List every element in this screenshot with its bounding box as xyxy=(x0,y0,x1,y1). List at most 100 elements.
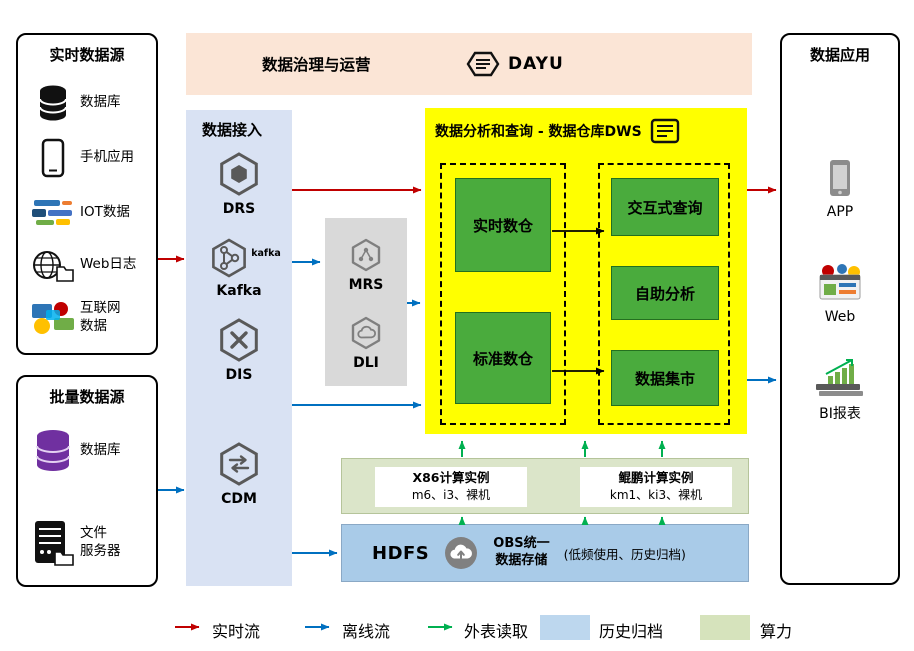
cdm-icon xyxy=(220,442,258,486)
hdfs-label: HDFS xyxy=(372,542,430,564)
source-item-internet: 互联网 数据 xyxy=(26,290,154,346)
obs-icon xyxy=(445,537,478,569)
service-mrs: MRS xyxy=(325,238,407,293)
storage-layer: HDFS OBS统一 数据存储 (低频使用、历史归档) xyxy=(341,524,749,582)
mrs-icon xyxy=(351,238,381,272)
source-label: 数据库 xyxy=(80,442,121,459)
source-label: 文件 服务器 xyxy=(80,525,121,559)
dws-panel: 数据分析和查询 - 数据仓库DWS 实时数仓 标准数仓 交互式查询 自助分析 xyxy=(425,108,747,434)
internet-data-icon xyxy=(32,302,74,334)
legend-compute-label: 算力 xyxy=(760,622,793,641)
legend-offline-arrow xyxy=(305,623,330,631)
legend-archive-label: 历史归档 xyxy=(599,622,664,641)
obs-storage-note: (低频使用、历史归档) xyxy=(563,546,686,562)
legend-external-arrow xyxy=(428,623,453,631)
phone-icon xyxy=(41,138,65,178)
service-label: DRS xyxy=(222,201,256,217)
source-item-file-server: 文件 服务器 xyxy=(26,511,154,575)
kunpeng-compute-title: 鲲鹏计算实例 xyxy=(618,470,694,486)
dayu-logo: DAYU xyxy=(466,50,564,78)
source-label: 数据库 xyxy=(80,94,121,111)
x86-compute-title: X86计算实例 xyxy=(412,470,490,486)
self-service-analysis-label: 自助分析 xyxy=(634,284,695,303)
query-services-group: 交互式查询 自助分析 数据集市 xyxy=(598,163,730,425)
database-icon xyxy=(39,85,67,121)
batch-sources-title: 批量数据源 xyxy=(49,388,125,406)
standard-warehouse-label: 标准数仓 xyxy=(472,349,533,368)
dayu-logo-icon xyxy=(466,51,500,77)
app-label: BI报表 xyxy=(819,406,861,422)
governance-banner: 数据治理与运营 DAYU xyxy=(186,33,752,95)
batch-sources-panel: 批量数据源 数据库 xyxy=(16,375,158,587)
dws-title: 数据分析和查询 - 数据仓库DWS xyxy=(435,124,642,140)
kafka-badge: kafka xyxy=(251,248,281,259)
warehouse-group: 实时数仓 标准数仓 xyxy=(440,163,566,425)
kafka-icon xyxy=(212,238,247,278)
realtime-warehouse-label: 实时数仓 xyxy=(472,216,533,235)
dayu-logo-text: DAYU xyxy=(508,54,564,74)
service-label: DLI xyxy=(353,355,379,371)
dws-report-icon xyxy=(650,118,679,144)
data-mart-box: 数据集市 xyxy=(611,350,719,406)
interactive-query-label: 交互式查询 xyxy=(627,198,703,217)
legend-compute-swatch xyxy=(700,615,750,640)
source-item-weblog: Web日志 xyxy=(26,239,154,291)
web-app-icon xyxy=(819,264,861,300)
app-label: APP xyxy=(826,204,854,220)
legend-archive-swatch xyxy=(540,615,590,640)
service-label: DIS xyxy=(225,367,253,383)
x86-compute-subtitle: m6、i3、裸机 xyxy=(411,488,491,503)
source-item-database: 数据库 xyxy=(26,77,154,129)
realtime-warehouse-box: 实时数仓 xyxy=(455,178,551,272)
app-phone-icon xyxy=(830,160,850,196)
app-label: Web xyxy=(824,309,856,325)
data-mart-label: 数据集市 xyxy=(634,369,695,388)
source-label: IOT数据 xyxy=(80,204,130,221)
standard-warehouse-box: 标准数仓 xyxy=(455,312,551,404)
iot-icon xyxy=(32,200,72,225)
source-item-mobile: 手机应用 xyxy=(26,132,154,184)
realtime-sources-panel: 实时数据源 数据库 手机应用 xyxy=(16,33,158,355)
source-item-batch-database: 数据库 xyxy=(26,419,154,483)
data-ingestion-panel: 数据接入 DRS kafka Kafka xyxy=(186,110,292,586)
dli-icon xyxy=(351,316,381,350)
dis-icon xyxy=(220,318,258,362)
service-kafka: kafka Kafka xyxy=(186,238,292,299)
data-ingestion-title: 数据接入 xyxy=(202,121,263,139)
drs-icon xyxy=(220,152,258,196)
source-label: 手机应用 xyxy=(80,149,134,166)
x86-compute-chip: X86计算实例 m6、i3、裸机 xyxy=(375,467,527,507)
bi-report-icon xyxy=(816,359,863,396)
legend-external-label: 外表读取 xyxy=(464,622,529,641)
database-purple-icon xyxy=(36,430,70,471)
realtime-sources-title: 实时数据源 xyxy=(49,46,125,64)
service-label: Kafka xyxy=(216,283,262,299)
legend-realtime-arrow xyxy=(175,623,200,631)
interactive-query-box: 交互式查询 xyxy=(611,178,719,236)
service-label: MRS xyxy=(348,277,384,293)
file-server-icon xyxy=(35,521,74,566)
source-label: 互联网 数据 xyxy=(80,300,121,334)
app-item-app: APP xyxy=(782,158,898,220)
self-service-analysis-box: 自助分析 xyxy=(611,266,719,320)
kunpeng-compute-chip: 鲲鹏计算实例 km1、ki3、裸机 xyxy=(580,467,732,507)
applications-title: 数据应用 xyxy=(809,46,870,64)
compute-layer: X86计算实例 m6、i3、裸机 鲲鹏计算实例 km1、ki3、裸机 xyxy=(341,458,749,514)
legend-realtime-label: 实时流 xyxy=(212,622,261,641)
service-dli: DLI xyxy=(325,316,407,371)
service-label: CDM xyxy=(221,491,257,507)
legend-offline-label: 离线流 xyxy=(342,622,391,641)
web-globe-icon xyxy=(33,251,74,282)
applications-panel: 数据应用 APP Web xyxy=(780,33,900,585)
service-drs: DRS xyxy=(186,152,292,217)
source-item-iot: IOT数据 xyxy=(26,187,154,239)
kunpeng-compute-subtitle: km1、ki3、裸机 xyxy=(609,488,703,503)
source-label: Web日志 xyxy=(80,256,137,273)
app-item-bi: BI报表 xyxy=(782,357,898,423)
service-dis: DIS xyxy=(186,318,292,383)
governance-title: 数据治理与运营 xyxy=(262,56,371,74)
service-cdm: CDM xyxy=(186,442,292,507)
app-item-web: Web xyxy=(782,263,898,325)
obs-storage-title: OBS统一 数据存储 xyxy=(493,536,550,568)
